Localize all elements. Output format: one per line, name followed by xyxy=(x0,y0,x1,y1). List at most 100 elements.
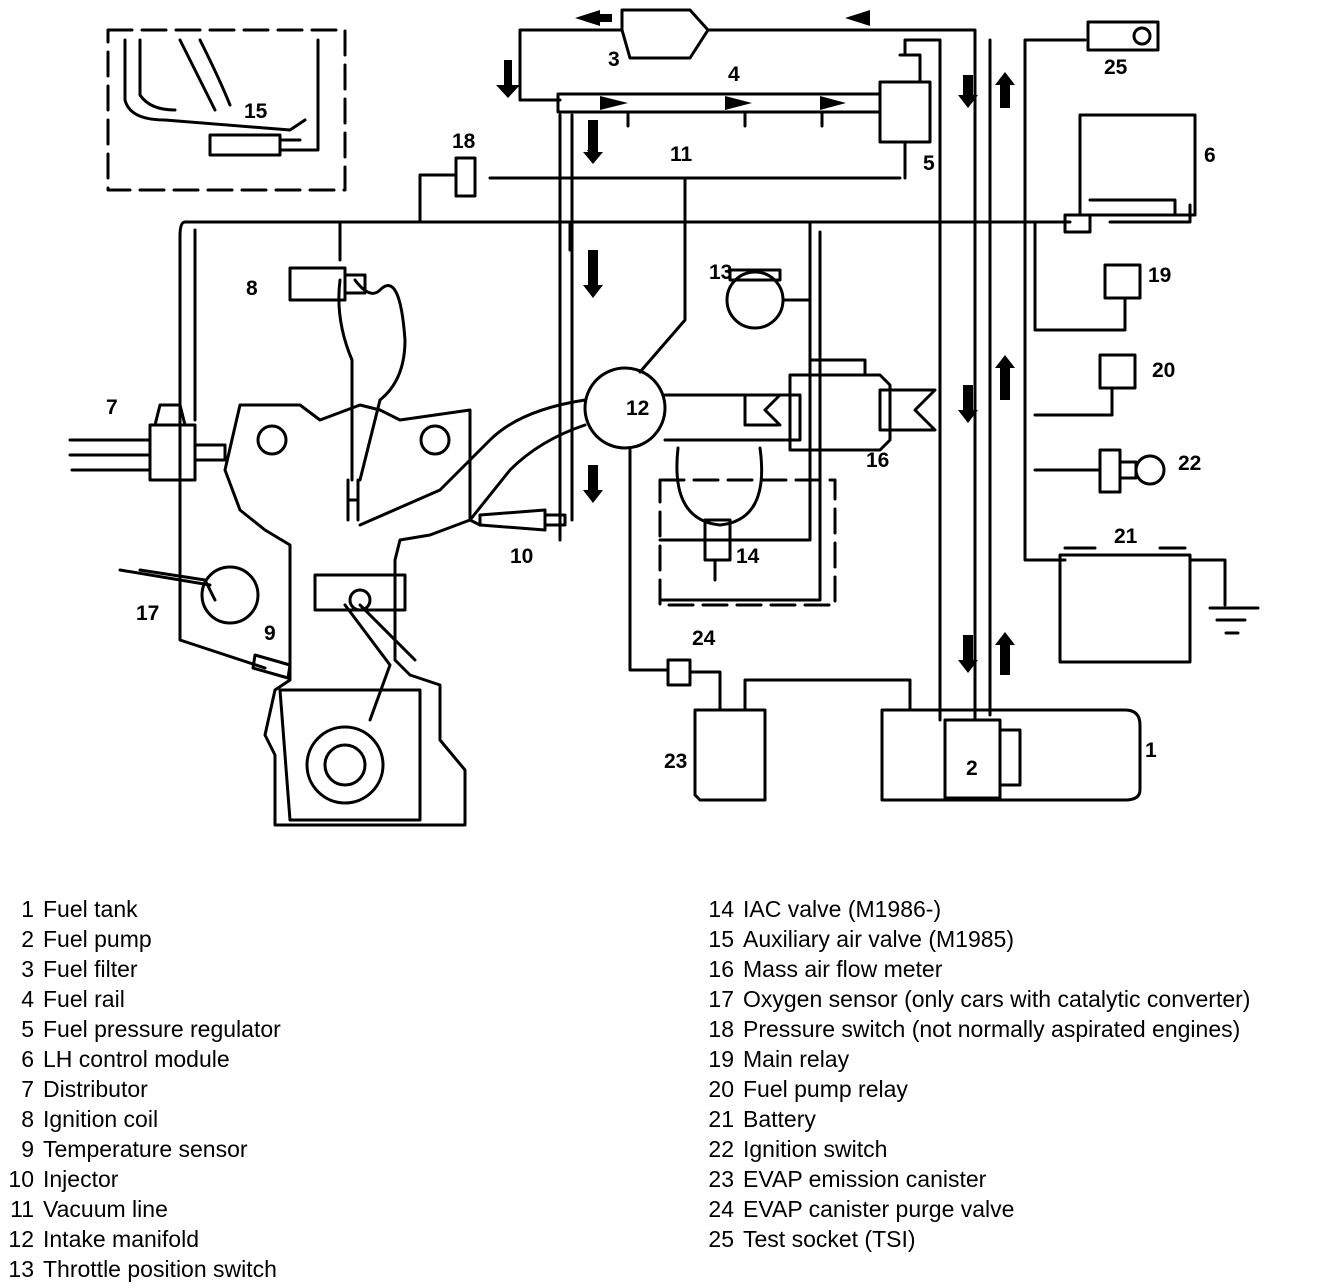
fuel-injection-schematic: 1 2 3 4 5 6 7 8 9 10 11 12 13 14 15 16 1… xyxy=(68,8,1260,827)
legend-item: 6 LH control module xyxy=(0,1044,281,1074)
fuel-pump-relay xyxy=(1098,353,1137,390)
callout-5: 5 xyxy=(923,152,935,175)
temperature-sensor xyxy=(251,653,292,680)
legend-text: Vacuum line xyxy=(43,1196,168,1222)
callout-25: 25 xyxy=(1104,56,1128,79)
mass-air-flow-meter xyxy=(743,358,937,452)
legend-number: 9 xyxy=(21,1136,34,1162)
legend-number: 20 xyxy=(708,1076,734,1102)
legend-number: 8 xyxy=(21,1106,34,1132)
flow-arrows xyxy=(496,10,1015,675)
callout-22: 22 xyxy=(1178,452,1201,475)
legend-number: 18 xyxy=(708,1016,734,1042)
legend-number: 6 xyxy=(21,1046,34,1072)
callout-12: 12 xyxy=(626,397,649,420)
legend-text: IAC valve (M1986-) xyxy=(743,896,942,922)
legend-text: Main relay xyxy=(743,1046,850,1072)
legend-item: 12 Intake manifold xyxy=(0,1224,281,1254)
callout-10: 10 xyxy=(510,545,533,568)
legend-number: 16 xyxy=(708,956,734,982)
legend-text: Test socket (TSI) xyxy=(743,1226,916,1252)
legend-number: 13 xyxy=(8,1256,34,1282)
callout-9: 9 xyxy=(264,622,276,645)
test-socket xyxy=(1086,20,1160,52)
legend-number: 11 xyxy=(10,1196,34,1222)
legend-number: 19 xyxy=(708,1046,734,1072)
legend-number: 12 xyxy=(8,1226,34,1252)
engine-block xyxy=(223,403,472,827)
legend-text: LH control module xyxy=(43,1046,230,1072)
callout-17: 17 xyxy=(136,602,159,625)
callout-11: 11 xyxy=(670,143,693,166)
legend-item: 16 Mass air flow meter xyxy=(700,954,1250,984)
legend-number: 25 xyxy=(708,1226,734,1252)
fuel-lines xyxy=(518,28,992,722)
legend-number: 10 xyxy=(8,1166,34,1192)
legend-text: Mass air flow meter xyxy=(743,956,943,982)
legend-item: 25 Test socket (TSI) xyxy=(700,1224,1250,1254)
legend-text: Battery xyxy=(743,1106,816,1132)
callout-19: 19 xyxy=(1148,264,1171,287)
callout-6: 6 xyxy=(1204,144,1216,167)
legend-item: 2 Fuel pump xyxy=(0,924,281,954)
fuel-tank xyxy=(880,708,1142,802)
legend-number: 2 xyxy=(21,926,34,952)
callout-16: 16 xyxy=(866,449,889,472)
legend-text: Fuel filter xyxy=(43,956,138,982)
legend-item: 19 Main relay xyxy=(700,1044,1250,1074)
legend-text: Fuel rail xyxy=(43,986,125,1012)
legend-text: Intake manifold xyxy=(43,1226,199,1252)
legend-text: Injector xyxy=(43,1166,119,1192)
injector xyxy=(478,508,567,532)
legend-number: 22 xyxy=(708,1136,734,1162)
camshaft-left xyxy=(256,424,288,456)
callout-8: 8 xyxy=(246,277,258,300)
legend-number: 5 xyxy=(21,1016,34,1042)
callout-3: 3 xyxy=(608,48,620,71)
pressure-switch xyxy=(418,156,477,224)
callout-18: 18 xyxy=(452,130,476,153)
callout-7: 7 xyxy=(106,396,118,419)
fuel-pump xyxy=(943,718,1022,800)
callout-2: 2 xyxy=(966,757,978,780)
callout-24: 24 xyxy=(692,627,716,650)
spark-plug xyxy=(337,278,407,522)
legend-text: Temperature sensor xyxy=(43,1136,248,1162)
legend-text: Fuel pump xyxy=(43,926,152,952)
callout-21: 21 xyxy=(1114,525,1138,548)
legend-number: 23 xyxy=(708,1166,734,1192)
evap-purge-valve xyxy=(666,658,722,712)
iac-valve xyxy=(675,446,764,582)
legend-number: 24 xyxy=(708,1196,734,1222)
evap-canister xyxy=(693,678,912,802)
iac-valve-inset xyxy=(658,478,837,607)
oxygen-sensor xyxy=(118,565,260,625)
legend-text: Fuel tank xyxy=(43,896,138,922)
legend-text: Pressure switch (not normally aspirated … xyxy=(743,1016,1241,1042)
callout-13: 13 xyxy=(709,261,732,284)
legend-text: Oxygen sensor (only cars with catalytic … xyxy=(743,986,1251,1012)
legend-text: Fuel pressure regulator xyxy=(43,1016,281,1042)
intake-manifold xyxy=(358,366,802,527)
callout-23: 23 xyxy=(664,750,687,773)
legend-item: 11 Vacuum line xyxy=(0,1194,281,1224)
legend-text: Distributor xyxy=(43,1076,148,1102)
callout-4: 4 xyxy=(728,63,740,86)
ignition-coil xyxy=(288,266,367,302)
legend-text: Ignition coil xyxy=(43,1106,159,1132)
callout-15: 15 xyxy=(244,100,268,123)
legend-item: 5 Fuel pressure regulator xyxy=(0,1014,281,1044)
legend-item: 8 Ignition coil xyxy=(0,1104,281,1134)
